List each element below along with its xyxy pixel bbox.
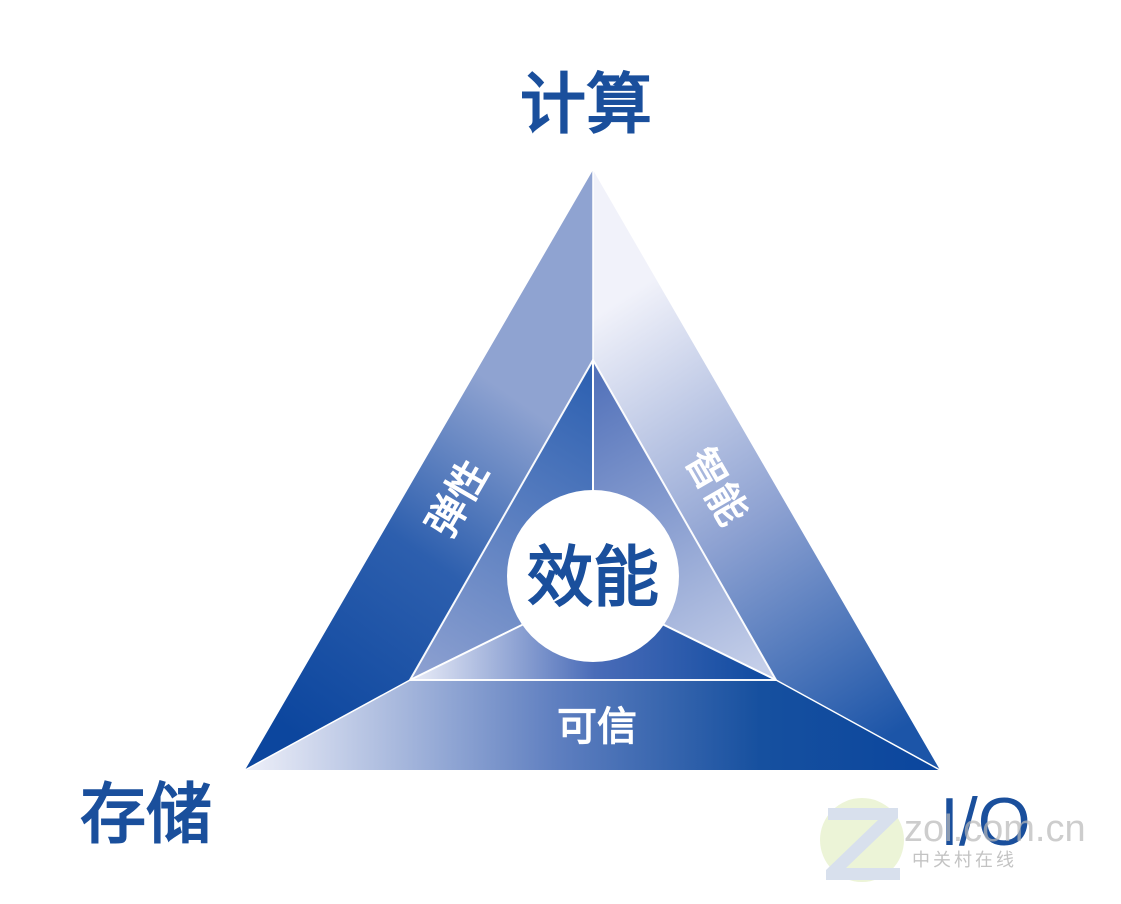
zol-z-logo-icon (820, 798, 904, 882)
center-label: 效能 (527, 539, 659, 616)
outer-face-right (593, 170, 940, 770)
vertex-label-bottom-left: 存储 (80, 776, 212, 853)
edge-label-bottom: 可信 (557, 704, 637, 750)
watermark-domain: zol.com.cn (904, 808, 1086, 850)
outer-face-left (245, 170, 593, 770)
outer-face-bottom (245, 680, 940, 770)
vertex-label-top: 计算 (520, 66, 652, 143)
watermark-name: 中关村在线 (912, 850, 1017, 870)
center-circle (507, 490, 679, 662)
vertex-label-bottom-right: I/O (940, 784, 1031, 860)
